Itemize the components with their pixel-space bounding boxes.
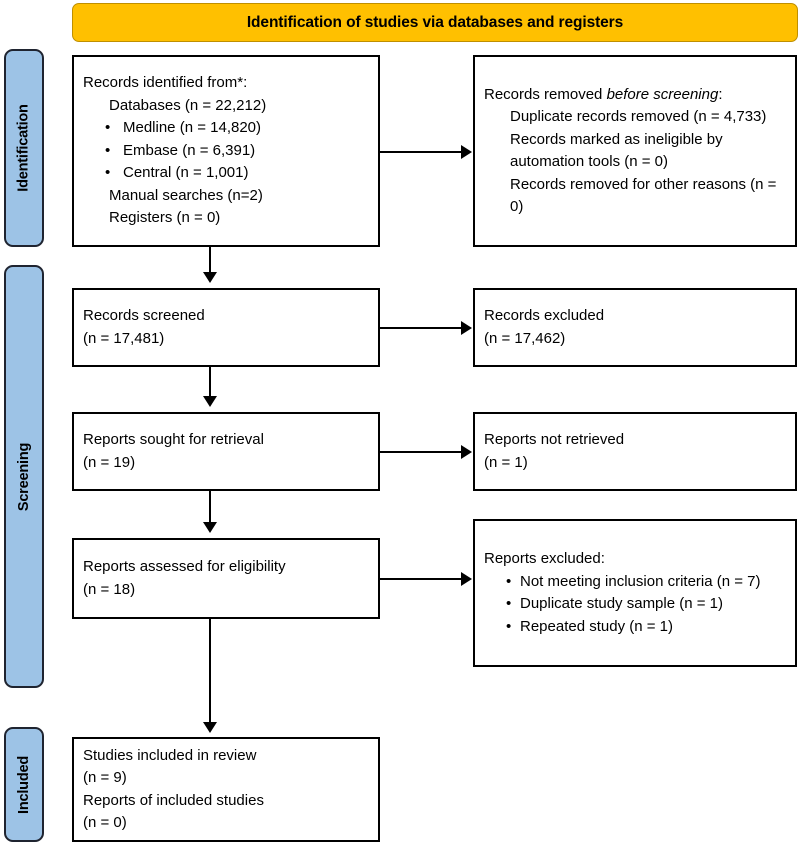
connector-sought-to-assessed: [209, 491, 212, 523]
records-screened-line2: (n = 17,481): [83, 329, 165, 347]
reports-excluded-title: Reports excluded:: [484, 550, 605, 567]
bullet-icon: •: [506, 617, 512, 635]
bullet-icon: •: [506, 595, 512, 612]
box-studies-included: Studies included in review (n = 9) Repor…: [72, 737, 380, 842]
connector-assessed-to-excluded: [380, 577, 462, 580]
phase-bar-screening: Screening: [4, 265, 44, 688]
connector-screened-to-excluded: [380, 326, 462, 329]
bullet-icon: •: [105, 119, 111, 137]
bullet-label: Not meeting inclusion criteria (n = 7): [520, 572, 761, 590]
bullet-icon: •: [105, 141, 111, 159]
bullet-label: Medline (n = 14,820): [123, 119, 262, 137]
reports-sought-line1: Reports sought for retrieval: [83, 431, 264, 448]
banner-title: Identification of studies via databases …: [246, 13, 624, 31]
box-reports-not-retrieved: Reports not retrieved (n = 1): [473, 412, 797, 491]
arrow-assessed-to-excluded: [461, 571, 472, 586]
bullet-label: Central (n = 1,001): [123, 164, 249, 182]
records-identified-bullet-embase: • Embase (n = 6,391): [83, 140, 369, 163]
phase-label-included: Included: [16, 755, 33, 814]
connector-assessed-to-included: [209, 619, 212, 723]
records-identified-bullet-medline: • Medline (n = 14,820): [83, 117, 369, 140]
reports-assessed-line2: (n = 18): [83, 580, 136, 598]
arrow-sought-to-assessed: [203, 522, 217, 533]
box-records-removed: Records removed before screening: Duplic…: [473, 55, 797, 247]
reports-not-retrieved-line2: (n = 1): [484, 453, 528, 471]
reports-excluded-bullet-criteria: • Not meeting inclusion criteria (n = 7): [484, 571, 786, 594]
connector-screened-to-sought: [209, 367, 212, 397]
studies-included-line4: (n = 0): [83, 814, 127, 831]
reports-not-retrieved-line1: Reports not retrieved: [484, 431, 625, 448]
studies-included-line3: Reports of included studies: [83, 791, 264, 809]
records-identified-title: Records identified from*:: [83, 74, 248, 92]
connector-identified-to-removed: [380, 150, 462, 153]
phase-label-screening: Screening: [16, 442, 32, 511]
connector-identified-to-screened: [209, 247, 212, 273]
records-removed-item-automation: Records marked as ineligible by automati…: [510, 130, 723, 171]
box-reports-excluded: Reports excluded: • Not meeting inclusio…: [473, 519, 797, 667]
records-removed-title-c: :: [718, 85, 723, 103]
box-records-excluded: Records excluded (n = 17,462): [473, 288, 797, 367]
bullet-icon: •: [105, 164, 111, 182]
connector-sought-to-not-retrieved: [380, 450, 462, 453]
records-removed-title: Records removed before screening:: [484, 84, 786, 107]
phase-bar-identification: Identification: [4, 49, 44, 247]
box-reports-assessed: Reports assessed for eligibility (n = 18…: [72, 538, 380, 619]
records-identified-registers: Registers (n = 0): [109, 209, 221, 227]
bullet-label: Embase (n = 6,391): [123, 141, 256, 159]
records-identified-bullet-central: • Central (n = 1,001): [83, 162, 369, 185]
bullet-icon: •: [506, 572, 512, 590]
records-removed-item-other: Records removed for other reasons (n = 0…: [510, 175, 777, 216]
bullet-label: Duplicate study sample (n = 1): [520, 595, 724, 612]
studies-included-line2: (n = 9): [83, 769, 127, 786]
box-reports-sought: Reports sought for retrieval (n = 19): [72, 412, 380, 491]
arrow-sought-to-not-retrieved: [461, 444, 472, 459]
box-records-screened: Records screened (n = 17,481): [72, 288, 380, 367]
records-excluded-line2: (n = 17,462): [484, 329, 566, 347]
records-removed-item-duplicate: Duplicate records removed (n = 4,733): [510, 108, 767, 125]
records-removed-title-a: Records removed: [484, 85, 607, 103]
reports-sought-line2: (n = 19): [83, 453, 136, 471]
records-identified-manual: Manual searches (n=2): [109, 186, 263, 204]
records-removed-title-emphasis: before screening: [606, 85, 719, 103]
records-screened-line1: Records screened: [83, 307, 205, 324]
phase-label-identification: Identification: [16, 104, 33, 192]
arrow-screened-to-excluded: [461, 320, 472, 335]
arrow-screened-to-sought: [203, 396, 217, 407]
records-excluded-line1: Records excluded: [484, 307, 605, 324]
identification-banner: Identification of studies via databases …: [72, 3, 798, 42]
records-identified-databases: Databases (n = 22,212): [109, 96, 267, 114]
arrow-identified-to-screened: [203, 272, 217, 283]
arrow-identified-to-removed: [461, 144, 472, 159]
reports-excluded-bullet-duplicate: • Duplicate study sample (n = 1): [484, 593, 786, 616]
studies-included-line1: Studies included in review: [83, 746, 257, 764]
box-records-identified: Records identified from*: Databases (n =…: [72, 55, 380, 247]
arrow-assessed-to-included: [203, 722, 217, 733]
reports-excluded-bullet-repeated: • Repeated study (n = 1): [484, 616, 786, 639]
bullet-label: Repeated study (n = 1): [520, 617, 674, 635]
reports-assessed-line1: Reports assessed for eligibility: [83, 558, 286, 575]
phase-bar-included: Included: [4, 727, 44, 842]
